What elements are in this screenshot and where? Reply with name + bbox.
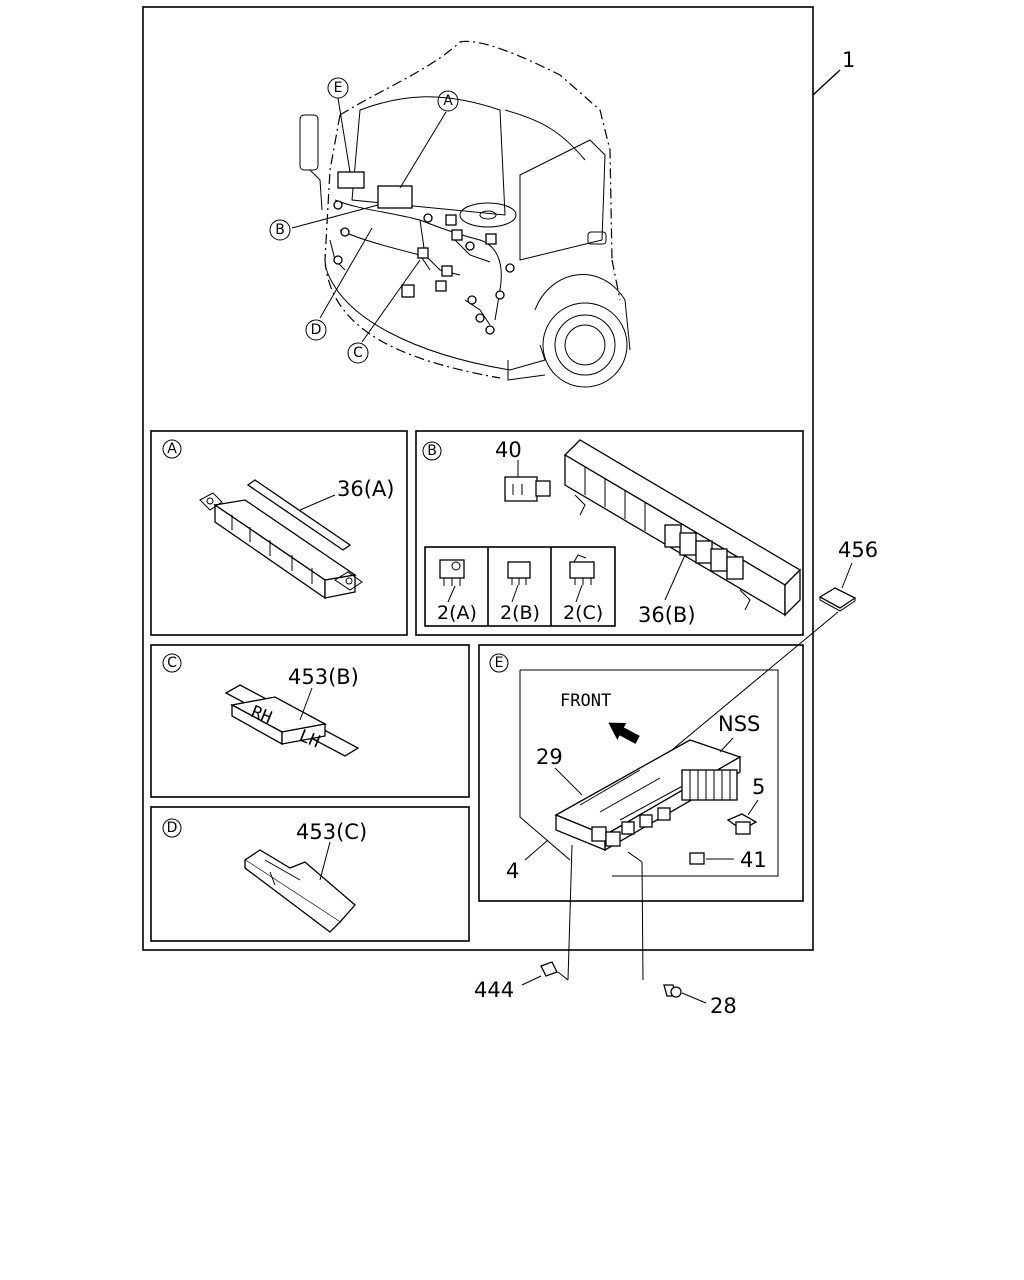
detail-panel-d: D 453(C) xyxy=(150,806,470,942)
relay-2b: 2(B) xyxy=(500,561,540,624)
callout-453c: 453(C) xyxy=(296,820,367,844)
front-label: FRONT xyxy=(560,691,611,711)
detail-panel-b: B 40 36(B) 2(A) xyxy=(415,430,804,636)
callout-28: 28 xyxy=(710,994,737,1018)
callout-1: 1 xyxy=(842,48,855,72)
callout-29: 29 xyxy=(536,745,563,769)
svg-text:A: A xyxy=(443,93,453,109)
location-letter-d: D xyxy=(305,319,327,341)
front-arrow-icon xyxy=(608,722,640,744)
callout-453b: 453(B) xyxy=(288,665,359,689)
part-444: 444 xyxy=(474,844,573,1002)
nss-label: NSS xyxy=(718,712,760,736)
svg-text:D: D xyxy=(167,820,178,836)
svg-text:2(C): 2(C) xyxy=(563,602,603,624)
location-letter-a: A xyxy=(437,90,459,112)
callout-5: 5 xyxy=(752,775,765,799)
callout-36a: 36(A) xyxy=(337,477,394,501)
svg-text:A: A xyxy=(167,441,177,457)
location-letter-b: B xyxy=(269,219,291,241)
relay-2a: 2(A) xyxy=(437,559,477,624)
location-letter-e: E xyxy=(327,77,349,99)
location-letter-c: C xyxy=(347,342,369,364)
callout-456: 456 xyxy=(838,538,878,562)
svg-text:B: B xyxy=(275,222,285,238)
svg-text:D: D xyxy=(311,322,322,338)
callout-41: 41 xyxy=(740,848,767,872)
truck-cab-illustration xyxy=(291,40,631,388)
callout-40: 40 xyxy=(495,438,522,462)
callout-444: 444 xyxy=(474,978,514,1002)
detail-panel-c: C RH LH 453(B) xyxy=(150,644,470,798)
svg-text:2(B): 2(B) xyxy=(500,602,540,624)
detail-panel-a: A 36(A) xyxy=(150,430,408,636)
callout-4: 4 xyxy=(506,859,519,883)
relay-2c: 2(C) xyxy=(563,554,603,624)
part-28: 28 xyxy=(627,851,737,1018)
callout-36b: 36(B) xyxy=(638,603,696,627)
outer-frame xyxy=(142,6,814,951)
svg-text:E: E xyxy=(495,655,504,671)
svg-text:E: E xyxy=(334,80,343,96)
detail-panel-e: E FRONT NSS 29 5 41 4 xyxy=(478,644,804,902)
svg-text:C: C xyxy=(167,655,177,671)
svg-text:2(A): 2(A) xyxy=(437,602,477,624)
svg-text:B: B xyxy=(427,443,437,459)
part-456: 456 xyxy=(589,538,878,819)
svg-text:C: C xyxy=(353,345,363,361)
